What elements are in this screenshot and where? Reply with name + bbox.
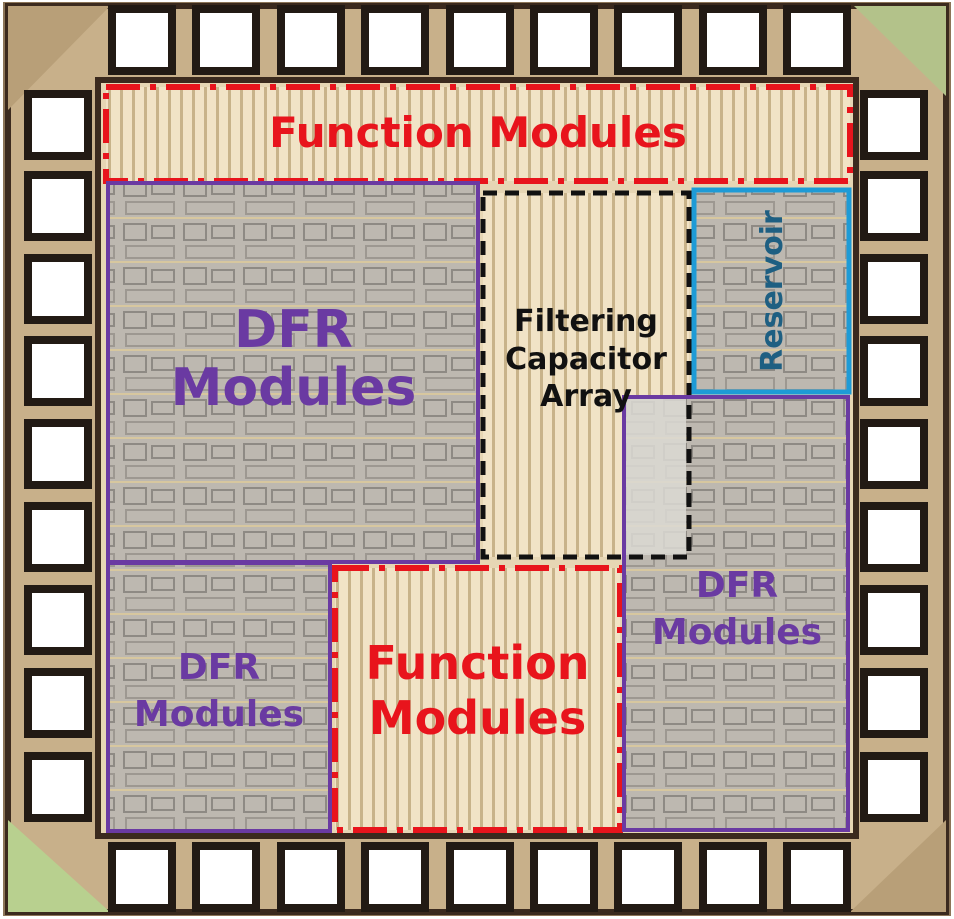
filtering-line2: Capacitor <box>505 341 667 377</box>
dfr-bottom-left-texture <box>108 563 330 830</box>
bond-pad-left-4 <box>24 336 92 406</box>
bond-pad-top-7 <box>614 5 682 75</box>
bond-pad-right-3 <box>860 254 928 324</box>
dfr-right-outline <box>622 395 850 832</box>
bond-pad-left-9 <box>24 752 92 822</box>
dfr-modules-region-top-left: DFR Modules <box>110 183 477 560</box>
bond-pad-right-8 <box>860 668 928 738</box>
bond-pad-bottom-8 <box>699 842 767 912</box>
bond-pad-bottom-6 <box>530 842 598 912</box>
dfr-top-left-line1: DFR <box>234 300 353 360</box>
dfr-modules-region-right: DFR Modules <box>626 397 848 830</box>
filtering-capacitor-array-region: Filtering Capacitor Array <box>483 193 689 557</box>
dfr-right-line1: DFR <box>695 565 779 606</box>
filtering-outline <box>480 190 692 560</box>
dfr-modules-right-label: DFR Modules <box>626 563 848 657</box>
bond-pad-top-9 <box>783 5 851 75</box>
dfr-modules-bottom-left-label: DFR Modules <box>108 645 330 739</box>
bond-pad-top-6 <box>530 5 598 75</box>
bond-pad-right-5 <box>860 419 928 489</box>
reservoir-label: Reservoir <box>754 210 790 372</box>
corner-fill-bottom-left <box>8 820 110 912</box>
filtering-line1: Filtering <box>514 304 658 339</box>
bond-pad-top-1 <box>108 5 176 75</box>
bond-pad-right-6 <box>860 502 928 572</box>
reservoir-texture <box>696 191 849 391</box>
function-bottom-texture <box>335 568 620 830</box>
filtering-line3: Array <box>540 379 632 414</box>
dfr-top-left-texture <box>110 183 477 560</box>
corner-fill-bottom-right <box>850 820 946 912</box>
dfr-modules-top-left-label: DFR Modules <box>110 300 477 419</box>
corner-fill-top-left <box>8 6 110 110</box>
bond-pad-bottom-1 <box>108 842 176 912</box>
bond-pad-bottom-9 <box>783 842 851 912</box>
bond-pad-top-3 <box>277 5 345 75</box>
bond-pad-left-7 <box>24 585 92 655</box>
bond-pad-left-6 <box>24 502 92 572</box>
bond-pad-left-2 <box>24 171 92 241</box>
function-modules-region-top: Function Modules <box>106 87 850 181</box>
bond-pad-bottom-2 <box>192 842 260 912</box>
dfr-bottom-left-line2: Modules <box>133 693 305 735</box>
overlap-highlight <box>624 397 686 555</box>
bond-pad-bottom-7 <box>614 842 682 912</box>
function-modules-top-label: Function Modules <box>269 108 687 157</box>
filtering-capacitor-array-label: Filtering Capacitor Array <box>483 303 689 416</box>
bond-pad-left-3 <box>24 254 92 324</box>
bond-pad-right-2 <box>860 171 928 241</box>
function-bottom-line2: Modules <box>368 691 587 746</box>
bond-pad-left-8 <box>24 668 92 738</box>
dfr-right-line2: Modules <box>651 611 823 653</box>
dfr-modules-region-bottom-left: DFR Modules <box>108 563 330 830</box>
dfr-bottom-left-line1: DFR <box>177 647 261 688</box>
function-top-texture <box>106 87 850 181</box>
function-modules-bottom-label: Function Modules <box>335 636 620 746</box>
corner-fill-top-right <box>854 6 946 96</box>
bond-pad-bottom-5 <box>446 842 514 912</box>
function-bottom-outline <box>332 565 623 833</box>
bond-pad-left-5 <box>24 419 92 489</box>
bond-pad-bottom-3 <box>277 842 345 912</box>
function-bottom-line1: Function <box>365 636 590 690</box>
bond-pad-top-8 <box>699 5 767 75</box>
bond-pad-right-4 <box>860 336 928 406</box>
dfr-top-left-line2: Modules <box>170 358 417 419</box>
dfr-bottom-left-outline <box>106 561 332 833</box>
bond-pad-top-2 <box>192 5 260 75</box>
bond-pad-right-1 <box>860 90 928 160</box>
function-modules-region-bottom: Function Modules <box>335 568 620 830</box>
bond-pad-left-1 <box>24 90 92 160</box>
bond-pad-bottom-4 <box>361 842 429 912</box>
bond-pad-right-9 <box>860 752 928 822</box>
bond-pad-top-5 <box>446 5 514 75</box>
reservoir-outline <box>691 187 852 395</box>
bond-pad-right-7 <box>860 585 928 655</box>
reservoir-region: Reservoir <box>696 191 849 391</box>
bond-pad-top-4 <box>361 5 429 75</box>
